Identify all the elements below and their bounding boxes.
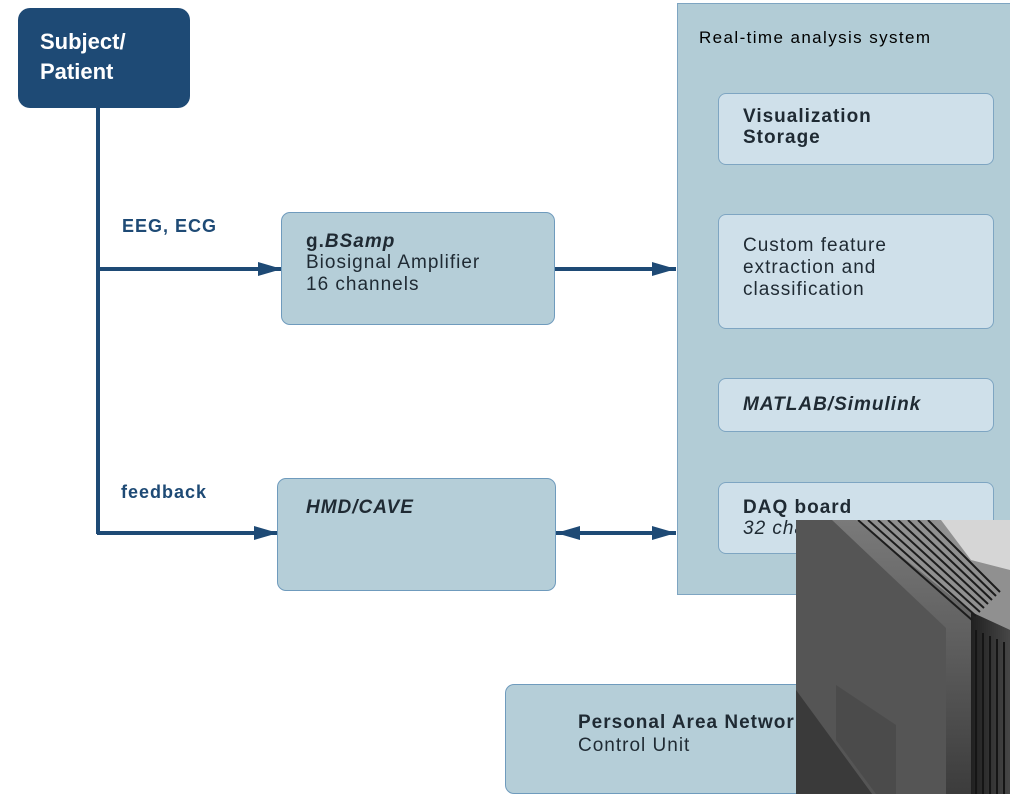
- amplifier-name: g.BSamp: [306, 231, 395, 252]
- amplifier-description: Biosignal Amplifier: [306, 252, 481, 273]
- device-slots: [975, 630, 1005, 794]
- patient-label: Patient: [40, 59, 114, 84]
- amplifier-node: g.BSamp Biosignal Amplifier 16 channels: [281, 212, 555, 325]
- feedback-arrowhead: [254, 526, 278, 540]
- feature-extraction-box: Custom feature extraction and classifica…: [718, 214, 994, 329]
- amplifier-name-model: BSamp: [324, 231, 396, 252]
- pan-title: Personal Area Network: [578, 712, 807, 733]
- visualization-label: Visualization: [743, 106, 872, 127]
- feature-extraction-line2: extraction and: [743, 257, 877, 278]
- hmd-cave-label: HMD/CAVE: [306, 497, 414, 518]
- matlab-simulink-label: MATLAB/Simulink: [743, 394, 922, 415]
- amplifier-channels: 16 channels: [306, 274, 420, 295]
- feedback-label: feedback: [121, 482, 208, 502]
- eeg-ecg-label: EEG, ECG: [122, 216, 218, 236]
- pan-subtitle: Control Unit: [578, 735, 691, 756]
- subject-patient-node: Subject/ Patient: [18, 8, 190, 108]
- system-side-arrowhead: [652, 526, 676, 540]
- matlab-simulink-box: MATLAB/Simulink: [718, 378, 994, 432]
- storage-label: Storage: [743, 127, 821, 148]
- daq-board-label: DAQ board: [743, 497, 853, 518]
- hmd-cave-node: HMD/CAVE: [277, 478, 556, 591]
- device-fins: [857, 520, 1001, 621]
- visualization-storage-box: Visualization Storage: [718, 93, 994, 165]
- feature-extraction-line1: Custom feature: [743, 235, 887, 256]
- amplifier-to-system-arrowhead: [652, 262, 676, 276]
- overlay-photo: [796, 520, 1010, 794]
- amplifier-name-prefix: g.: [306, 231, 325, 252]
- eeg-arrowhead: [258, 262, 282, 276]
- hmd-side-arrowhead: [556, 526, 580, 540]
- analysis-system-container: Real-time analysis system Visualization …: [677, 3, 1010, 595]
- subject-label: Subject/: [40, 29, 126, 54]
- analysis-system-title: Real-time analysis system: [699, 28, 932, 47]
- feature-extraction-line3: classification: [743, 279, 865, 300]
- device-photo-graphic: [796, 520, 1010, 794]
